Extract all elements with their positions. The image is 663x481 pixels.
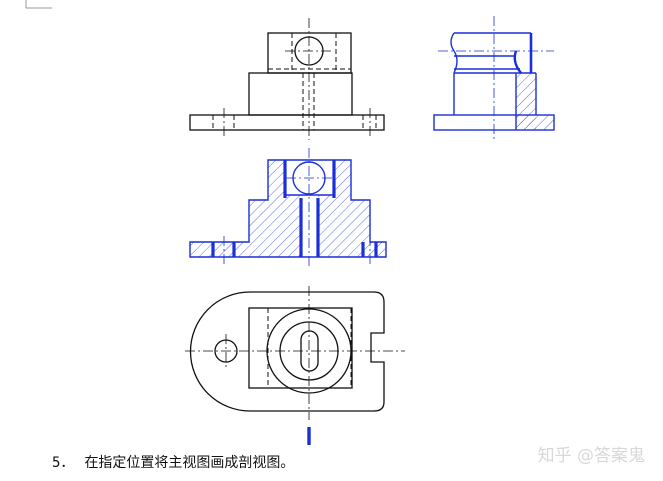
problem-number: 5． — [52, 455, 75, 471]
side-view-section — [433, 16, 555, 142]
watermark: 知乎 @答案鬼 — [537, 446, 645, 466]
corner-mark — [25, 0, 52, 9]
top-view — [185, 286, 405, 420]
front-view-section — [189, 148, 387, 268]
front-view — [189, 18, 385, 140]
problem-text: 在指定位置将主视图画成剖视图。 — [84, 455, 295, 471]
problem-caption: 5． 在指定位置将主视图画成剖视图。 — [52, 452, 294, 472]
